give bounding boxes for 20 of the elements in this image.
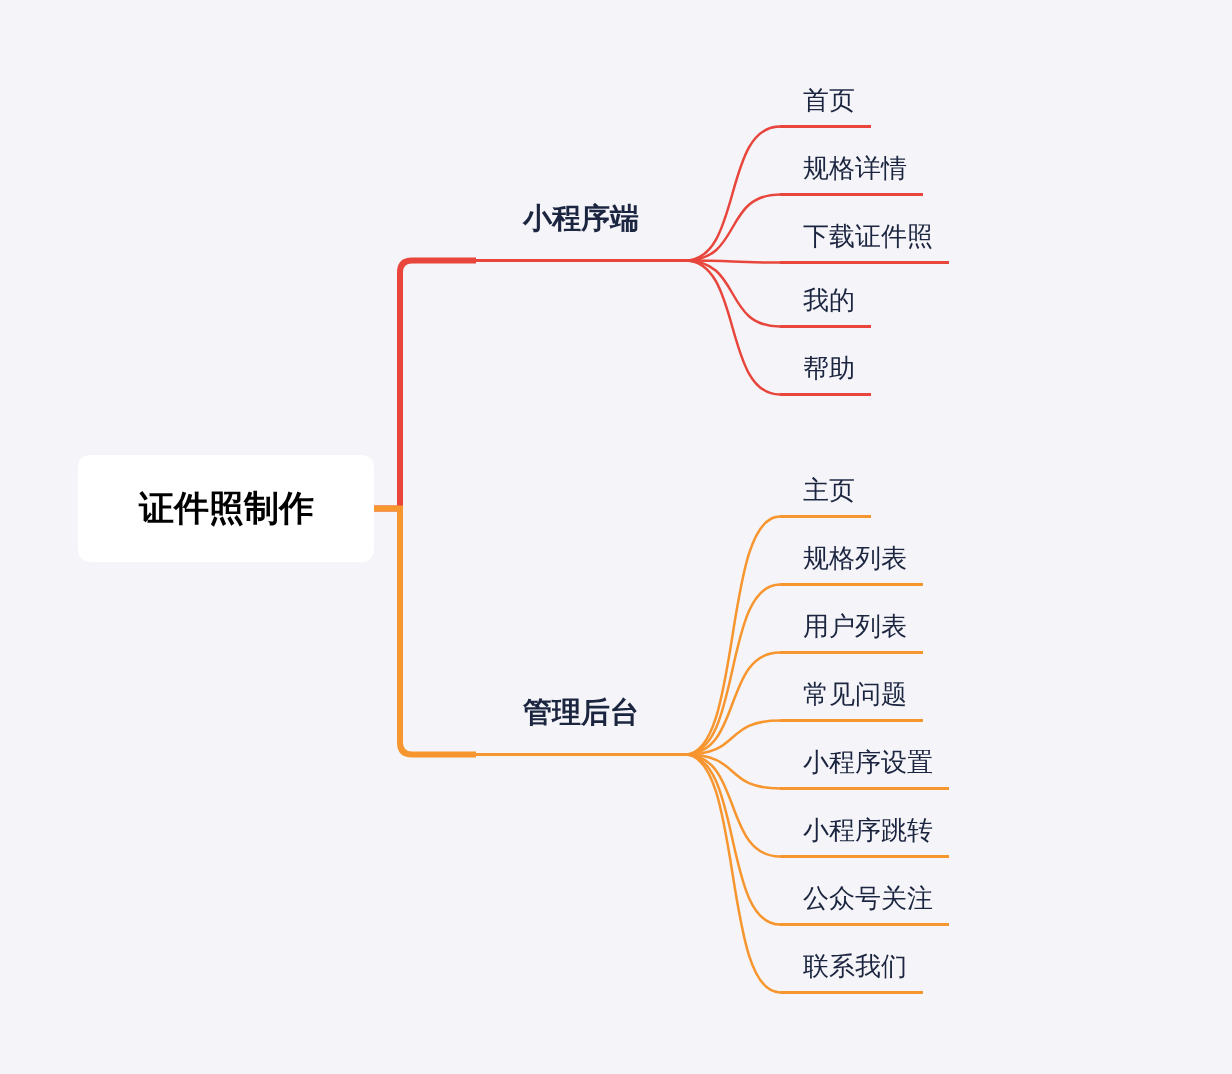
subtopic: 小程序设置 <box>780 736 949 790</box>
subtopic: 下载证件照 <box>780 210 949 264</box>
branch-line <box>684 753 781 994</box>
branch-topic: 小程序端 <box>476 182 685 262</box>
subtopic: 公众号关注 <box>780 872 949 926</box>
subtopic: 我的 <box>780 274 871 328</box>
subtopic: 小程序跳转 <box>780 804 949 858</box>
subtopic: 常见问题 <box>780 668 923 722</box>
subtopic: 联系我们 <box>780 940 923 994</box>
subtopic: 主页 <box>780 464 871 518</box>
subtopic: 首页 <box>780 74 871 128</box>
branch-line <box>374 505 476 758</box>
subtopic: 规格列表 <box>780 532 923 586</box>
subtopic: 规格详情 <box>780 142 923 196</box>
subtopic: 用户列表 <box>780 600 923 654</box>
branch-line <box>684 259 781 396</box>
branch-topic: 管理后台 <box>476 676 685 756</box>
root-topic-box: 证件照制作 <box>78 455 374 562</box>
branch-line <box>684 753 781 858</box>
subtopic: 帮助 <box>780 342 871 396</box>
